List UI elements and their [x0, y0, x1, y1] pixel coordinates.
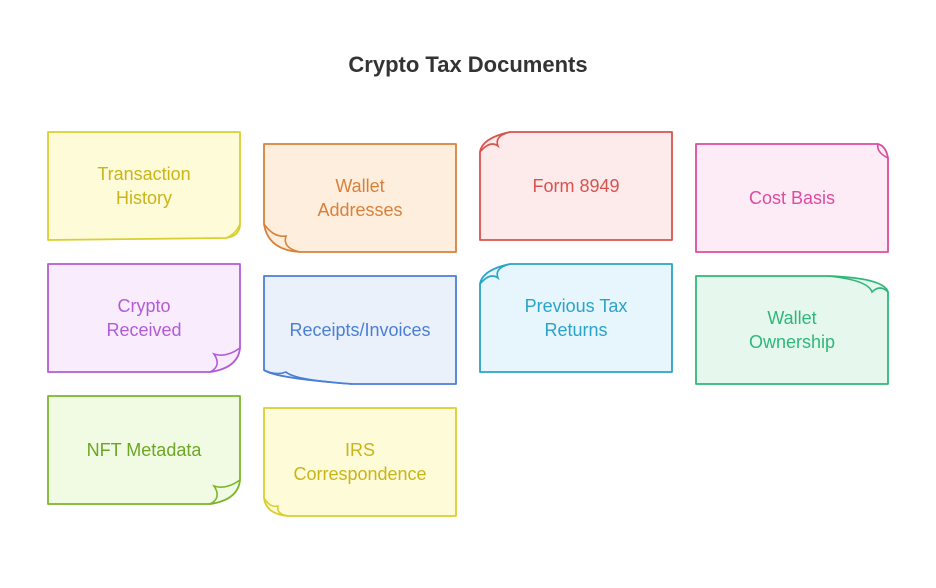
card-label-line: Wallet [767, 308, 816, 328]
card-label-line: Received [106, 320, 181, 340]
card-label-line: Form 8949 [532, 176, 619, 196]
card-label-line: Transaction [97, 164, 190, 184]
card-shape [479, 263, 673, 373]
card-cost-basis: Cost Basis [695, 143, 889, 253]
card-irs-correspondence: IRS Correspondence [263, 407, 457, 517]
page-curl [263, 369, 353, 385]
card-label-line: NFT Metadata [87, 440, 203, 460]
card-receipts-invoices: Receipts/Invoices [263, 275, 457, 385]
page-curl [209, 347, 241, 373]
card-label-line: Ownership [749, 332, 835, 352]
page-curl [225, 223, 241, 239]
card-shape [263, 407, 457, 517]
card-shape [47, 263, 241, 373]
page-curl [263, 223, 301, 253]
card-label-line: Correspondence [293, 464, 426, 484]
card-label-line: Returns [544, 320, 607, 340]
card-shape [479, 131, 673, 241]
card-form-8949: Form 8949 [479, 131, 673, 241]
page-curl [479, 263, 511, 285]
card-label-line: History [116, 188, 172, 208]
card-label-line: Receipts/Invoices [289, 320, 430, 340]
card-shape [263, 143, 457, 253]
page-title: Crypto Tax Documents [348, 52, 588, 77]
card-label-line: Previous Tax [525, 296, 628, 316]
card-shape [47, 131, 241, 241]
page-curl [827, 275, 889, 294]
card-label-line: Cost Basis [749, 188, 835, 208]
card-label-line: Addresses [317, 200, 402, 220]
page-curl [263, 497, 289, 517]
page-curl [479, 131, 511, 153]
card-label-line: IRS [345, 440, 375, 460]
card-nft-metadata: NFT Metadata [47, 395, 241, 505]
page-curl [209, 479, 241, 505]
card-label-line: Crypto [117, 296, 170, 316]
card-shape [695, 275, 889, 385]
card-label-line: Wallet [335, 176, 384, 196]
page-curl [876, 143, 889, 159]
